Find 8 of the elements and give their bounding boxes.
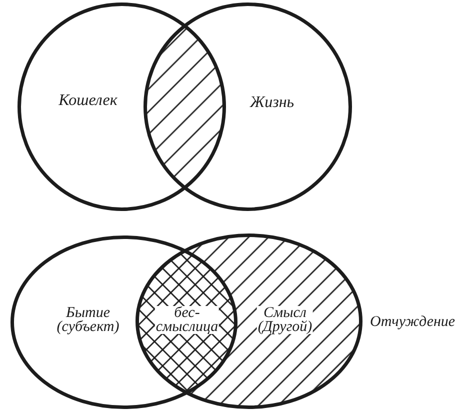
set-label: Бытие (субъект) (56, 306, 120, 334)
side-label: Отчуждение (370, 313, 456, 331)
venn-circle (143, 2, 353, 212)
venn-circle (17, 2, 227, 212)
set-label: Жизнь (250, 94, 294, 112)
set-label: Смысл (Другой) (256, 306, 314, 334)
intersection-label: бес-смыслица (154, 306, 220, 334)
set-label: Кошелек (58, 92, 118, 110)
